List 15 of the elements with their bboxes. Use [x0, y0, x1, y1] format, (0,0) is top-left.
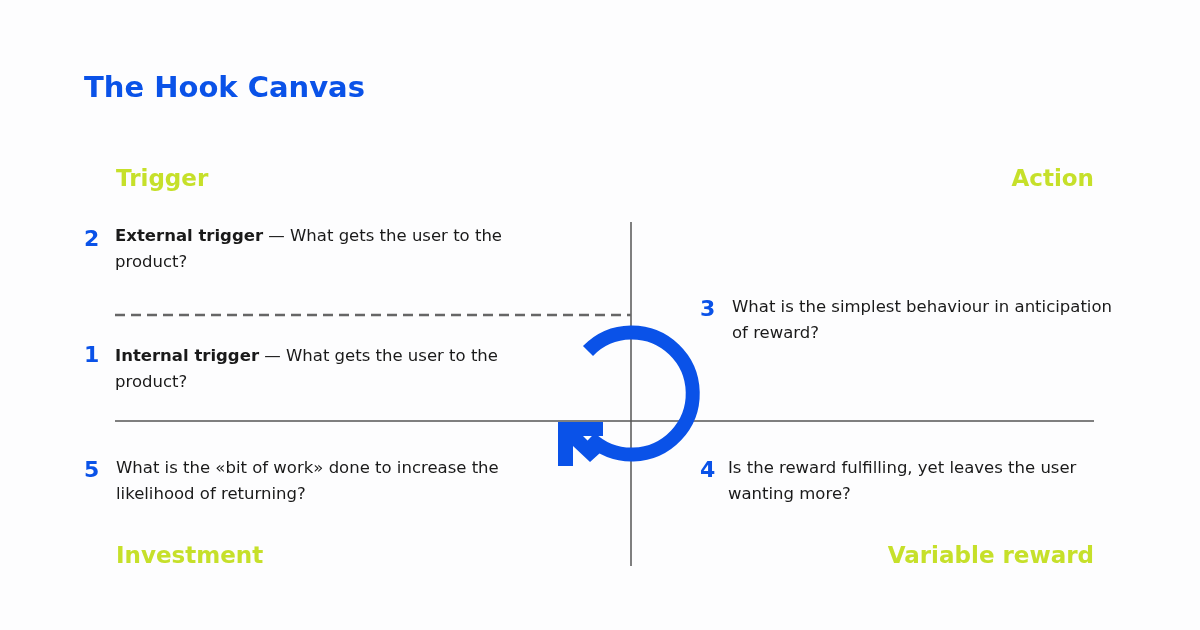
step-number: 5	[84, 457, 100, 482]
quadrant-heading: Action	[1011, 165, 1094, 191]
step-number: 4	[700, 457, 716, 482]
step-description: What is the «bit of work» done to increase the likelihood of returning?	[116, 457, 500, 505]
step-number: 3	[700, 296, 716, 321]
title: The Hook Canvas	[84, 70, 365, 104]
step-description: What is the simplest behaviour in anticipation of reward?	[732, 296, 1113, 344]
step-number: 2	[84, 226, 100, 251]
step-description: External trigger — What gets the user to the product?	[115, 225, 503, 273]
quadrant-heading: Investment	[116, 542, 264, 568]
step-description: Internal trigger — What gets the user to the product?	[115, 345, 499, 393]
step-number: 1	[84, 342, 100, 367]
quadrant-heading: Variable reward	[887, 542, 1094, 568]
quadrant-heading: Trigger	[116, 165, 209, 191]
step-description: Is the reward fulfilling, yet leaves the user wanting more?	[728, 457, 1078, 505]
